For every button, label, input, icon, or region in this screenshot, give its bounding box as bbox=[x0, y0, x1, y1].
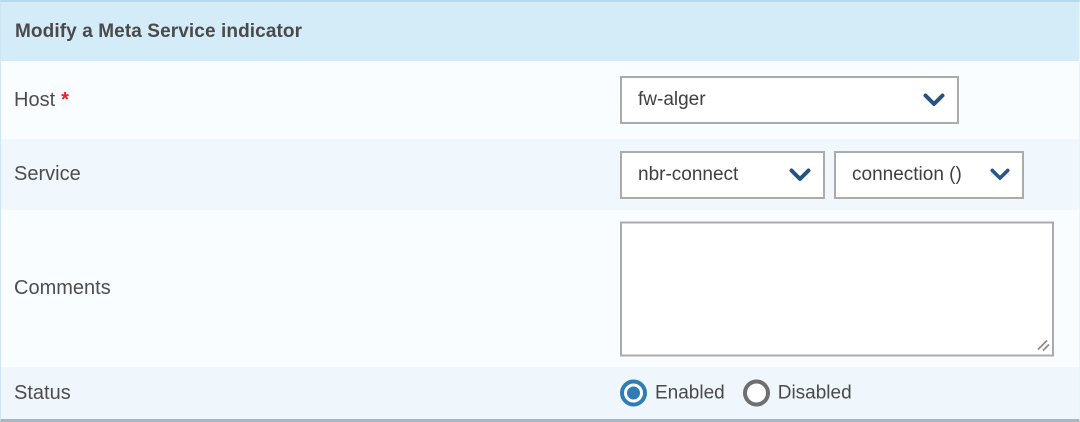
status-option-enabled[interactable]: Enabled bbox=[620, 379, 725, 407]
comments-row: Comments bbox=[1, 210, 1079, 367]
page-title: Modify a Meta Service indicator bbox=[15, 20, 303, 42]
radio-enabled-label: Enabled bbox=[655, 382, 725, 403]
service-row: Service nbr-connect connection () bbox=[1, 139, 1079, 210]
indicator-metric-select-value: connection () bbox=[852, 163, 962, 185]
radio-disabled-icon[interactable] bbox=[742, 379, 770, 407]
chevron-down-icon bbox=[923, 93, 945, 106]
form-header: Modify a Meta Service indicator bbox=[1, 2, 1079, 61]
chevron-down-icon bbox=[990, 168, 1010, 180]
host-label: Host bbox=[14, 88, 56, 111]
required-asterisk: * bbox=[61, 88, 69, 111]
status-label: Status bbox=[14, 381, 71, 404]
host-row: Host * fw-alger bbox=[1, 61, 1079, 139]
radio-disabled-label: Disabled bbox=[777, 382, 852, 403]
radio-enabled-icon[interactable] bbox=[620, 379, 647, 407]
status-row: Status Enabled Disabled bbox=[1, 367, 1079, 419]
host-select-value: fw-alger bbox=[638, 89, 706, 110]
service-select[interactable]: nbr-connect bbox=[620, 150, 825, 199]
host-select[interactable]: fw-alger bbox=[620, 76, 959, 124]
status-option-disabled[interactable]: Disabled bbox=[742, 379, 852, 407]
comments-textarea[interactable] bbox=[620, 221, 1054, 356]
status-radio-group: Enabled Disabled bbox=[620, 379, 870, 407]
comments-label: Comments bbox=[14, 277, 111, 299]
indicator-metric-select[interactable]: connection () bbox=[834, 150, 1024, 199]
service-label: Service bbox=[14, 163, 81, 185]
service-select-value: nbr-connect bbox=[638, 163, 739, 185]
chevron-down-icon bbox=[789, 168, 811, 181]
